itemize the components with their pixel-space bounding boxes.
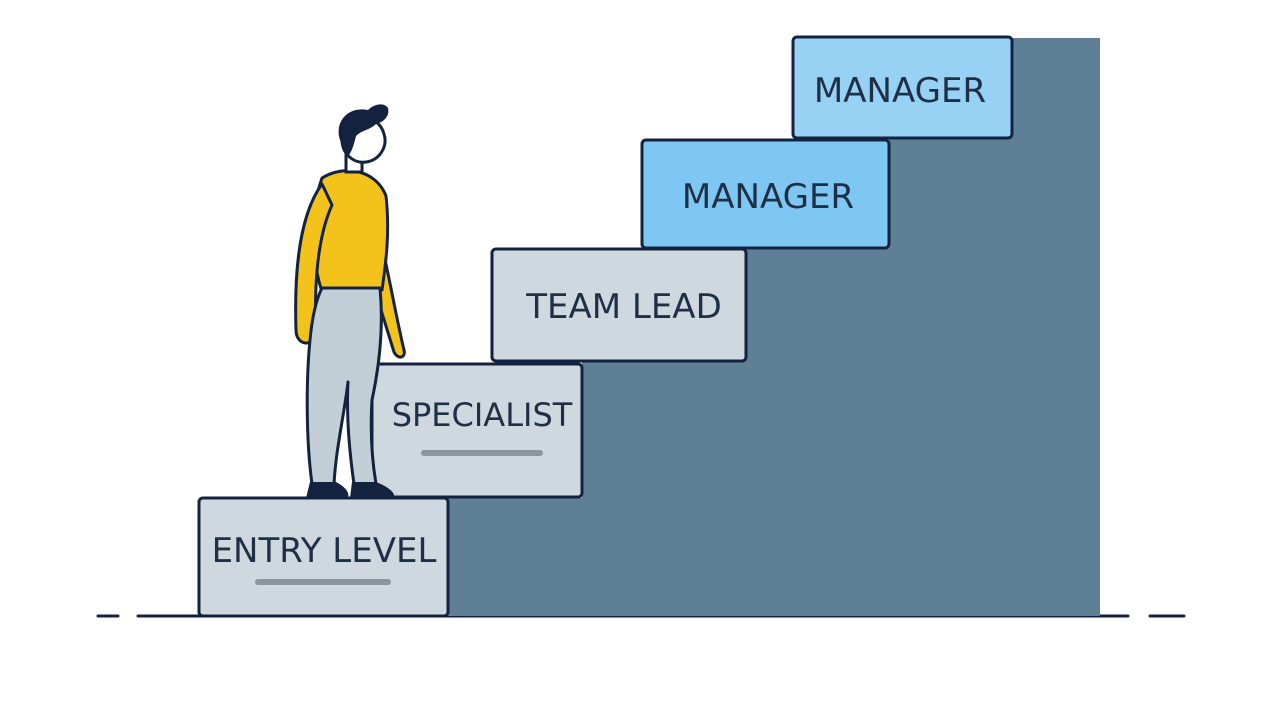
step-team-lead: TEAM LEAD	[490, 247, 748, 363]
step-specialist: SPECIALIST	[370, 362, 584, 499]
person-hair	[338, 104, 389, 156]
step-label: TEAM LEAD	[525, 287, 722, 327]
step-manager-lower: MANAGER	[640, 138, 891, 250]
step-manager-upper: MANAGER	[791, 35, 1014, 140]
step-label: MANAGER	[814, 71, 986, 111]
person-shoe	[306, 482, 349, 498]
person-shoe	[350, 482, 395, 498]
staircase-body	[448, 38, 1100, 616]
step-label: MANAGER	[682, 177, 854, 217]
person-pants	[305, 286, 383, 486]
person-climbing-icon	[294, 104, 406, 498]
step-label: SPECIALIST	[392, 396, 573, 434]
person-arm	[294, 182, 334, 345]
step-entry-level: ENTRY LEVEL	[197, 496, 450, 618]
step-label: ENTRY LEVEL	[212, 531, 437, 571]
